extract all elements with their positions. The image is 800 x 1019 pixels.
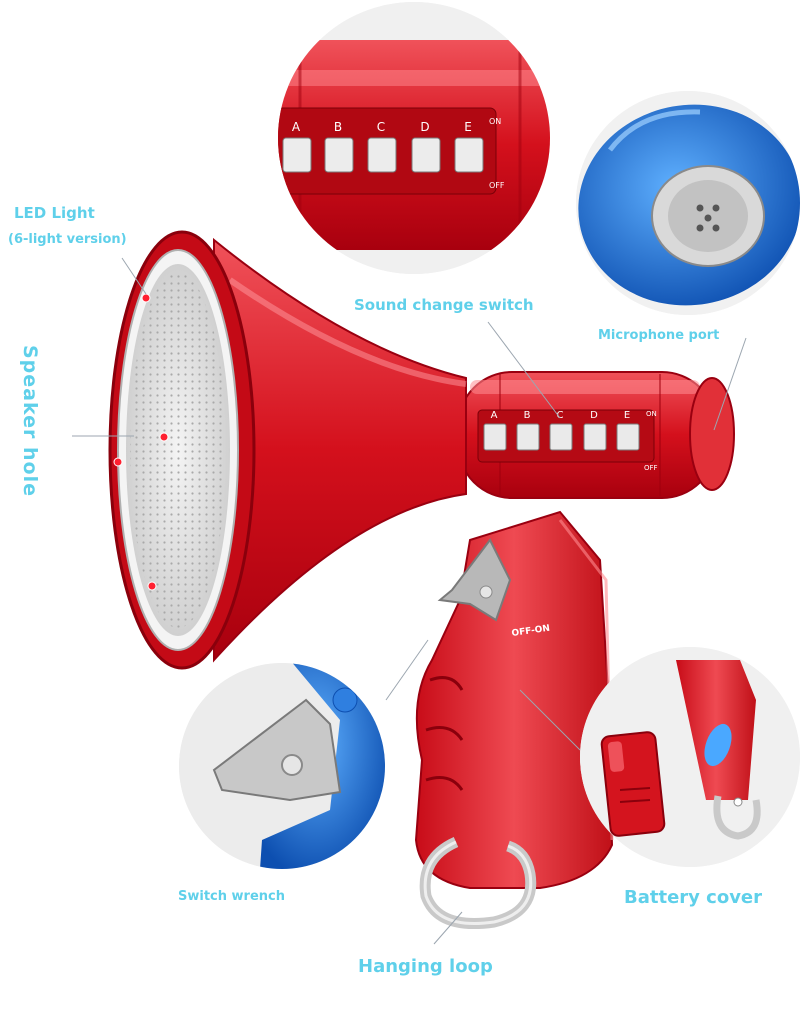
inset-switch-b: B [324, 120, 354, 173]
microphone-port-label: Microphone port [598, 328, 720, 343]
switch-label-b: B [524, 410, 531, 421]
main-switch-d: D [583, 410, 607, 451]
main-switch-panel: A B C D E ON OFF [477, 409, 658, 472]
inset-switch-d: D [411, 120, 441, 173]
inset-switch-c: C [367, 120, 397, 173]
main-switch-b: B [516, 410, 540, 451]
led-light-label: LED Light [14, 204, 95, 222]
inset-on-label: ON [489, 117, 501, 126]
inset-switch-closeup: A B C D E ON OFF [278, 2, 550, 274]
inset-switch-wrench [179, 663, 385, 869]
inset-switch-label-a: A [292, 120, 301, 134]
inset-off-label: OFF [489, 181, 505, 190]
speaker-hole-label: Speaker hole [19, 345, 41, 497]
inset-switch-label-c: C [377, 120, 385, 134]
battery-cover-label: Battery cover [624, 887, 763, 908]
switch-label-e: E [624, 410, 630, 421]
inset-switch-label-d: D [420, 120, 429, 134]
inset-battery-cover [580, 647, 800, 867]
megaphone-body [108, 230, 735, 930]
main-switch-c: C [549, 410, 573, 451]
led-version-label: (6-light version) [8, 232, 127, 247]
main-switch-e: E [616, 410, 640, 451]
inset-switch-label-e: E [464, 120, 472, 134]
main-switch-a: A [483, 410, 507, 451]
hanging-loop-label: Hanging loop [358, 956, 493, 977]
switch-off-label: OFF [644, 464, 658, 472]
switch-label-a: A [491, 410, 498, 421]
callout-lines [72, 257, 747, 945]
inset-switch-e: E [454, 120, 484, 173]
inset-microphone-port [576, 91, 800, 315]
inset-switch-label-b: B [334, 120, 342, 134]
switch-wrench-label: Switch wrench [178, 889, 285, 904]
sound-change-switch-label: Sound change switch [354, 296, 534, 314]
inset-switch-a: A [282, 120, 312, 173]
switch-label-d: D [590, 410, 598, 421]
switch-on-label: ON [646, 410, 657, 418]
switch-label-c: C [557, 410, 564, 421]
